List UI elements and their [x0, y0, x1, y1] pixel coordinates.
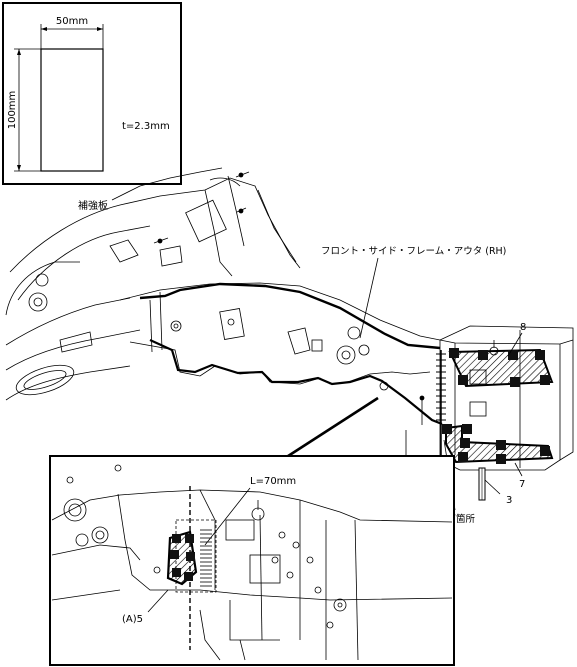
- reinforcement-label: 補強板: [78, 199, 108, 212]
- stud-bolt: [478, 467, 486, 501]
- body-structure-drawing: [5, 167, 574, 471]
- callout-3: 3: [506, 495, 512, 506]
- weld-zone-8: [448, 348, 554, 388]
- weld-zone-7: [442, 424, 554, 464]
- detail-frame: [49, 455, 455, 666]
- part-name-label: フロント・サイド・フレーム・アウタ (RH): [321, 246, 506, 257]
- plate-outline: [40, 48, 104, 172]
- replacement-part-outline: [139, 282, 443, 426]
- plate-width-label: 50mm: [56, 16, 88, 27]
- overlap-length-label: L=70mm: [250, 476, 296, 487]
- callout-7: 7: [519, 479, 525, 490]
- cut-line: [436, 350, 446, 462]
- detail-pointer-line: [284, 396, 379, 460]
- plate-height-label: 100mm: [7, 91, 18, 130]
- callout-8: 8: [520, 322, 526, 333]
- plate-dimension-inset: 50mm 100mm t=2.3mm: [2, 2, 182, 185]
- plate-thickness-label: t=2.3mm: [122, 121, 170, 132]
- detail-view: L=70mm (A)5: [49, 455, 455, 666]
- callout-a5: (A)5: [122, 614, 143, 625]
